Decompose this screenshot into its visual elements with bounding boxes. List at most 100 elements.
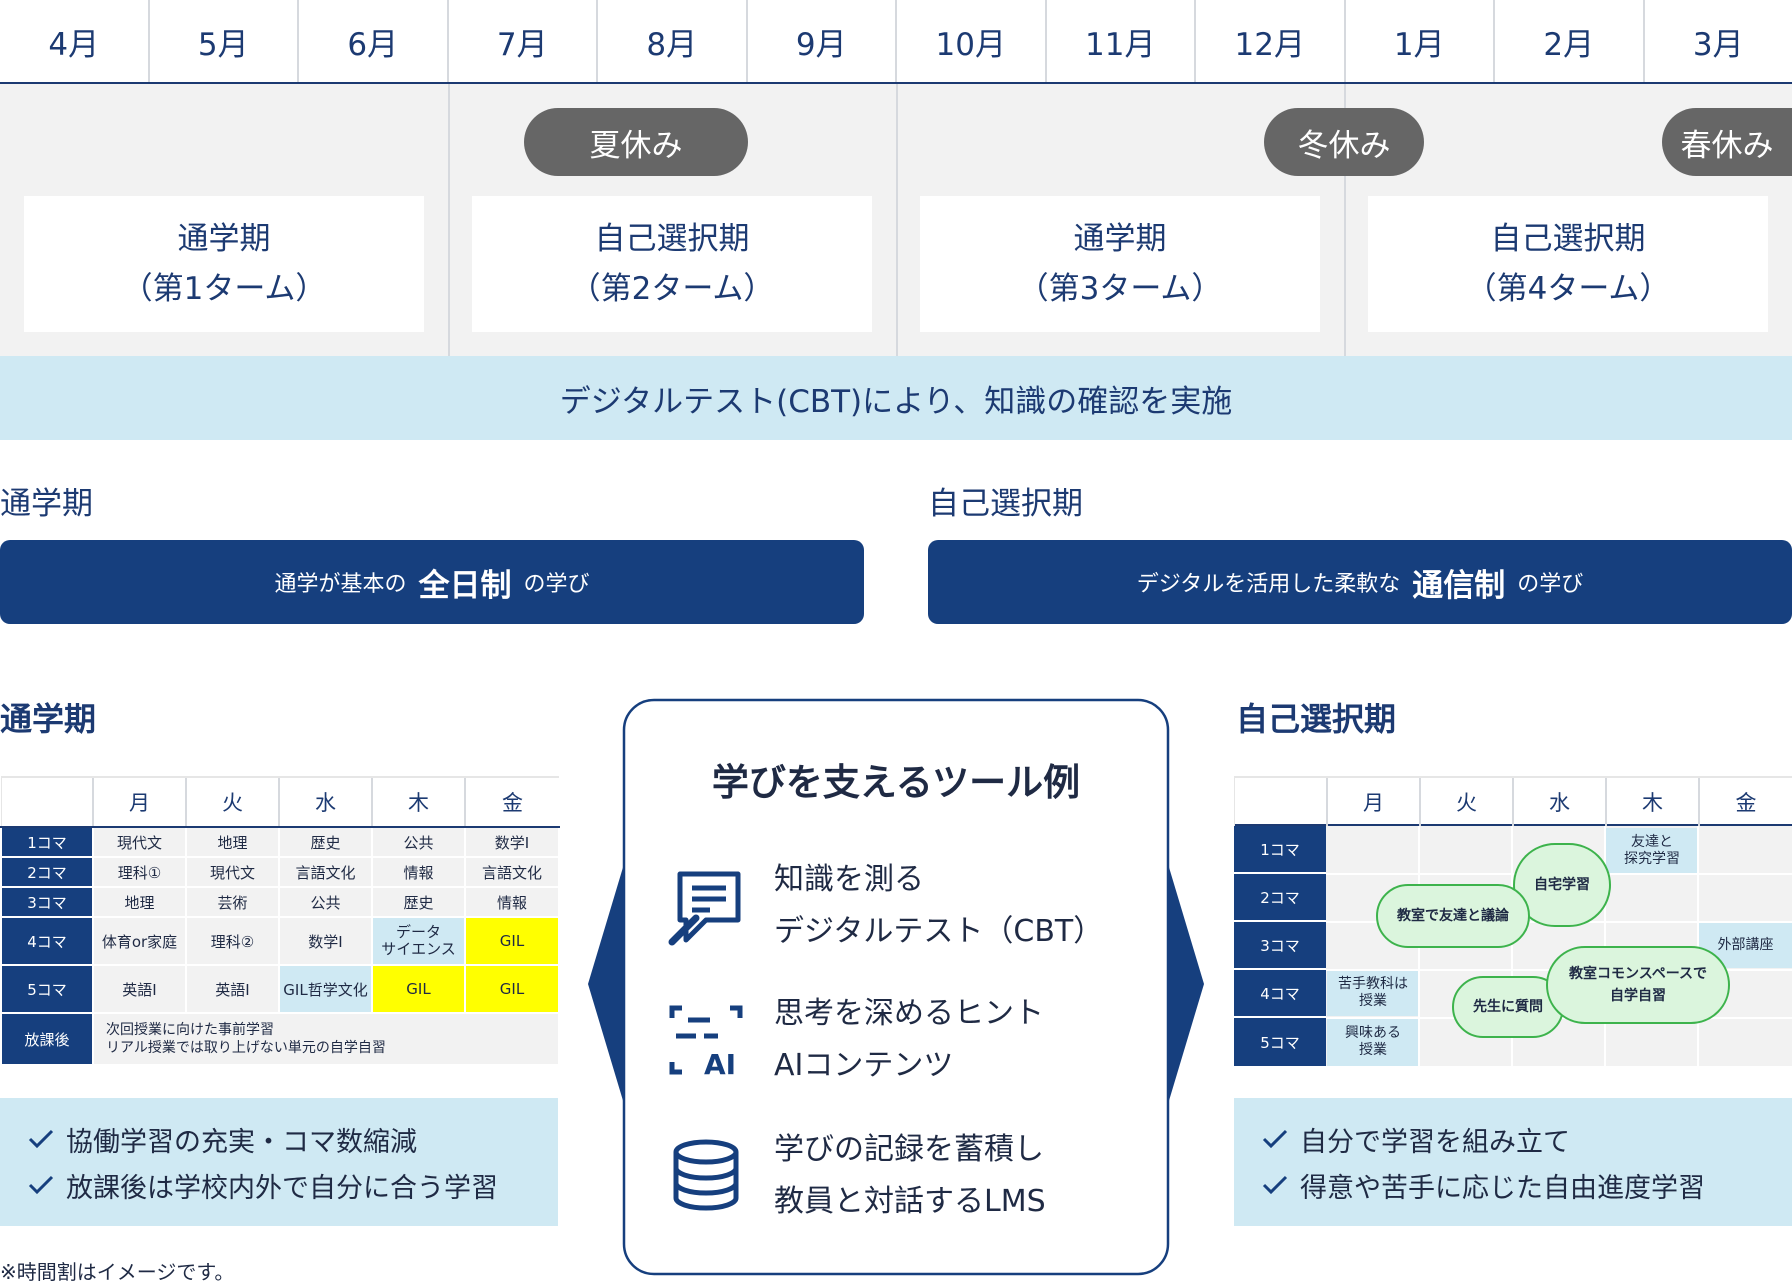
check-item: 得意や苦手に応じた自由進度学習 [1262,1162,1792,1208]
term-divider [896,84,898,356]
day-header: 木 [1605,778,1698,826]
day-header: 火 [1419,778,1512,826]
subject-cell: 歴史 [278,826,373,858]
cell-line: 苦手教科は [1338,976,1408,992]
bubble-line: 教室コモンスペースで [1568,966,1708,982]
subject-cell: 数学I [464,826,560,858]
koma-label: 4コマ [0,916,94,966]
cell-line: 授業 [1359,1042,1387,1058]
koma-label: 4コマ [1234,970,1326,1016]
subject-cell: 言語文化 [464,856,560,888]
banner-text: 通学が基本の [274,572,407,597]
tools-title: 学びを支えるツール例 [711,761,1081,804]
tool-line: 学びの記録を蓄積し [774,1132,1044,1167]
after-school-line: リアル授業では取り上げない単元の自学自習 [106,1040,386,1056]
day-header: 月 [1326,778,1419,826]
tool-line: 思考を深めるヒント [774,996,1044,1031]
timetable-header-row: 月 火 水 木 金 [1234,776,1792,826]
subject-cell: 現代文 [185,856,280,888]
koma-label: 2コマ [0,856,94,888]
subject-cell: 数学I [278,916,373,966]
grid-line [1511,826,1513,1066]
term-sub: （第2ターム） [569,271,775,307]
cell-line: 興味ある [1345,1025,1401,1041]
month-header: 4月 5月 6月 7月 8月 9月 10月 11月 12月 1月 2月 3月 [0,0,1792,84]
commute-banner: 通学が基本の 全日制 の学び [0,540,864,624]
left-arrow-shape [588,864,624,1104]
check-text: 放課後は学校内外で自分に合う学習 [66,1172,498,1204]
subject-cell: 英語I [92,964,187,1014]
cell-line: データ [395,923,441,941]
banner-text: の学び [1517,572,1584,597]
koma-label: 放課後 [0,1012,94,1066]
check-text: 自分で学習を組み立て [1300,1126,1570,1158]
tool-text: 学びの記録を蓄積し 教員と対話するLMS [774,1124,1046,1228]
svg-text:AI: AI [704,1048,736,1080]
check-item: 協働学習の充実・コマ数縮減 [28,1116,558,1162]
subject-cell: 芸術 [185,886,280,918]
term-divider [1344,84,1346,356]
commute-checklist: 協働学習の充実・コマ数縮減 放課後は学校内外で自分に合う学習 [0,1098,558,1226]
tankyu-cell: 友達と探究学習 [1606,828,1698,874]
subject-cell: GIL [464,916,560,966]
check-item: 放課後は学校内外で自分に合う学習 [28,1162,558,1208]
subject-cell: 英語I [185,964,280,1014]
month-cell: 4月 [48,26,100,63]
check-item: 自分で学習を組み立て [1262,1116,1792,1162]
koma-label: 3コマ [1234,922,1326,968]
banner-text: の学び [523,572,590,597]
subject-cell: 情報 [371,856,466,888]
day-header: 水 [278,776,372,828]
month-cell: 1月 [1343,0,1494,82]
month-cell: 11月 [1044,0,1195,82]
tool-item-cbt: 知識を測る デジタルテスト（CBT） [666,854,1106,964]
tool-text: 知識を測る デジタルテスト（CBT） [774,854,1103,958]
day-header: 金 [1698,778,1792,826]
bubble-line: 自学自習 [1609,988,1666,1004]
day-header: 木 [371,776,465,828]
commute-period-label: 通学期 [0,486,93,522]
subject-cell: 理科① [92,856,187,888]
day-header: 火 [185,776,279,828]
month-cell: 2月 [1493,0,1643,82]
subject-cell: 公共 [278,886,373,918]
tool-item-lms: 学びの記録を蓄積し 教員と対話するLMS [666,1124,1106,1234]
check-icon [1262,1175,1288,1195]
subject-cell-data-science: データ サイエンス [371,916,466,966]
table-row: 放課後 次回授業に向けた事前学習 リアル授業では取り上げない単元の自学自習 [0,1012,560,1066]
after-school-line: 次回授業に向けた事前学習 [106,1022,274,1038]
digital-test-icon [668,871,741,946]
tools-card-frame [622,698,1170,1276]
banner-strong-text: 全日制 [418,567,512,604]
subject-cell: 言語文化 [278,856,373,888]
day-header: 金 [464,776,559,828]
timetable-note: ※時間割はイメージです。 [0,1260,235,1284]
subject-cell: 現代文 [92,826,187,858]
table-row: 2コマ 理科① 現代文 言語文化 情報 言語文化 [0,856,560,888]
month-cell: 3月 [1642,0,1792,82]
month-cell: 7月 [446,0,597,82]
banner-text: デジタルを活用した柔軟な [1136,572,1401,597]
month-cell: 9月 [745,0,896,82]
table-row: 1コマ 現代文 地理 歴史 公共 数学I [0,826,560,858]
cell-line: 探究学習 [1624,851,1680,867]
kyomi-cell: 興味ある授業 [1327,1018,1419,1066]
self-select-timetable: 月 火 水 木 金 友達と探究学習 外部講座 苦手教科は授業 興味ある授業 1コ… [1234,776,1792,1066]
term-name: 通学期 [1073,221,1167,257]
month-cell: 6月 [297,0,447,82]
koma-label: 5コマ [0,964,94,1014]
bubble-commons: 教室コモンスペースで自学自習 [1546,946,1730,1024]
tools-card [588,698,1204,1276]
subject-cell: 公共 [371,826,466,858]
self-period-label: 自己選択期 [928,486,1083,522]
term-sub: （第3ターム） [1017,271,1223,307]
check-icon [28,1129,54,1149]
right-arrow-shape [1168,864,1204,1104]
koma-label: 2コマ [1234,874,1326,920]
term-box-2: 自己選択期 （第2ターム） [472,196,872,332]
check-text: 得意や苦手に応じた自由進度学習 [1300,1172,1705,1204]
nigate-cell: 苦手教科は授業 [1327,970,1419,1016]
check-icon [28,1175,54,1195]
terms-band: 夏休み 冬休み 春休み 通学期 （第1ターム） 自己選択期 （第2ターム） 通学… [0,84,1792,356]
koma-label: 1コマ [0,826,94,858]
